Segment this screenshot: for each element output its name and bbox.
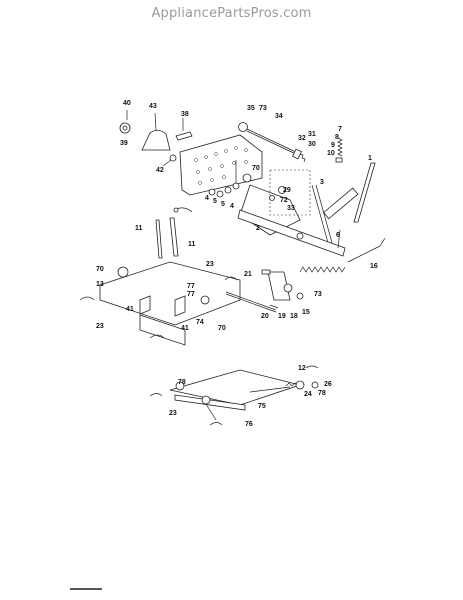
callout-11-left: 11: [135, 225, 143, 232]
spring-16: [299, 237, 386, 273]
lift-lever: [323, 162, 376, 223]
callout-39: 39: [120, 140, 128, 147]
callout-16: 16: [370, 263, 378, 270]
callout-6: 6: [336, 232, 340, 239]
callout-18: 18: [290, 313, 298, 320]
callout-24: 24: [304, 391, 312, 398]
callout-42: 42: [156, 167, 164, 174]
callout-23-lower: 23: [169, 410, 177, 417]
callout-labels: 40 43 38 39 42 35 73 34 32 31 30 7 8 9 1…: [96, 100, 378, 428]
callout-43: 43: [149, 103, 157, 110]
control-rod: [238, 122, 306, 163]
callout-41-right: 41: [181, 325, 189, 332]
callout-35: 35: [247, 105, 255, 112]
rear-linkage: [225, 269, 304, 313]
callout-30: 30: [308, 141, 316, 148]
callout-77-lower: 77: [187, 291, 195, 298]
callout-78-left: 78: [178, 379, 186, 386]
callout-11-right: 11: [188, 241, 196, 248]
deck-hanger: [149, 365, 319, 426]
footer-rule: [70, 588, 102, 590]
quadrant-plate: [179, 134, 263, 196]
bolts-washers: [208, 160, 240, 198]
callout-73-lower: 73: [314, 291, 322, 298]
lift-shaft: [237, 209, 346, 257]
watermark: AppliancePartsPros.com: [151, 6, 312, 21]
callout-26: 26: [324, 381, 332, 388]
callout-4-right: 4: [230, 203, 234, 210]
callout-33: 33: [287, 205, 295, 212]
callout-15: 15: [302, 309, 310, 316]
callout-76: 76: [245, 421, 253, 428]
callout-4-left: 4: [205, 195, 209, 202]
callout-23-left: 23: [96, 323, 104, 330]
callout-40: 40: [123, 100, 131, 107]
callout-38: 38: [181, 111, 189, 118]
handle-assembly: [119, 110, 193, 167]
callout-12: 12: [298, 365, 306, 372]
callout-10: 10: [327, 150, 335, 157]
callout-5-right: 5: [221, 201, 225, 208]
lift-links: [155, 207, 193, 259]
callout-74: 74: [196, 319, 204, 326]
callout-5-left: 5: [213, 198, 217, 205]
callout-19: 19: [278, 313, 286, 320]
callout-1: 1: [368, 155, 372, 162]
callout-2: 2: [256, 225, 260, 232]
callout-8: 8: [335, 134, 339, 141]
callout-75: 75: [258, 403, 266, 410]
callout-78-right: 78: [318, 390, 326, 397]
lift-frame: [79, 261, 241, 346]
callout-72: 72: [280, 197, 288, 204]
callout-70-lower: 70: [218, 325, 226, 332]
callout-9: 9: [331, 142, 335, 149]
callout-77-upper: 77: [187, 283, 195, 290]
callout-70-top: 70: [252, 165, 260, 172]
callout-70-left: 70: [96, 266, 104, 273]
callout-13: 13: [96, 281, 104, 288]
callout-31: 31: [308, 131, 316, 138]
callout-73: 73: [259, 105, 267, 112]
callout-20: 20: [261, 313, 269, 320]
callout-3: 3: [320, 179, 324, 186]
callout-21: 21: [244, 271, 252, 278]
callout-23-upper: 23: [206, 261, 214, 268]
callout-29: 29: [283, 187, 291, 194]
callout-32: 32: [298, 135, 306, 142]
callout-34: 34: [275, 113, 283, 120]
callout-7: 7: [338, 126, 342, 133]
spring-upper: [335, 137, 343, 163]
callout-41-left: 41: [126, 306, 134, 313]
